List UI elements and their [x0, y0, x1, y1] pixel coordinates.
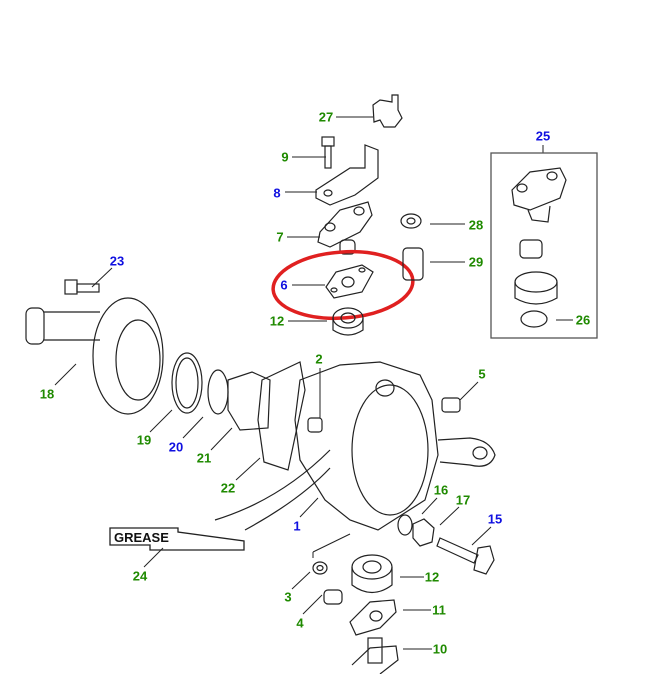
clip-27: [372, 94, 403, 128]
callout-18[interactable]: 18: [39, 386, 55, 402]
kit-parts: [511, 167, 567, 328]
bearing-12: [332, 307, 364, 336]
callout-10[interactable]: 10: [432, 641, 448, 657]
bolt-15: [436, 537, 495, 575]
kit-box: [490, 152, 598, 339]
callout-27[interactable]: 27: [318, 109, 334, 125]
housing-10: [351, 637, 399, 674]
ring-20: [207, 369, 229, 415]
gasket-22: [257, 361, 306, 471]
callout-20[interactable]: 20: [168, 439, 184, 455]
callout-21[interactable]: 21: [196, 450, 212, 466]
bolt-23: [64, 279, 100, 295]
callout-19[interactable]: 19: [136, 432, 152, 448]
callout-25[interactable]: 25: [535, 128, 551, 144]
leader-lines: [54, 116, 573, 650]
callout-7[interactable]: 7: [276, 229, 284, 245]
callout-15[interactable]: 15: [487, 511, 503, 527]
callout-29[interactable]: 29: [468, 254, 484, 270]
callout-24[interactable]: 24: [132, 568, 148, 584]
gasket-11: [349, 599, 397, 636]
callout-9[interactable]: 9: [281, 149, 289, 165]
hub-18: [25, 297, 164, 415]
callout-22[interactable]: 22: [220, 480, 236, 496]
callout-26[interactable]: 26: [575, 312, 591, 328]
grease-tag: [109, 527, 245, 551]
plug-4: [323, 589, 343, 605]
callout-5[interactable]: 5: [478, 366, 486, 382]
bolt-9: [321, 136, 335, 169]
callout-16[interactable]: 16: [433, 482, 449, 498]
nut-17: [412, 518, 435, 547]
plug-5: [441, 397, 461, 413]
callout-2[interactable]: 2: [315, 351, 323, 367]
callout-12[interactable]: 12: [269, 313, 285, 329]
callout-12b[interactable]: 12: [424, 569, 440, 585]
callout-8[interactable]: 8: [273, 185, 281, 201]
sleeve-29: [402, 247, 424, 281]
callout-23[interactable]: 23: [109, 253, 125, 269]
seal-28: [400, 213, 422, 229]
housing-1: [214, 361, 496, 531]
washer-3: [312, 561, 328, 575]
callout-6[interactable]: 6: [280, 277, 288, 293]
housing-7: [317, 201, 373, 255]
callout-11[interactable]: 11: [432, 602, 446, 618]
washer-16: [397, 514, 413, 536]
callout-17[interactable]: 17: [455, 492, 471, 508]
callout-3[interactable]: 3: [284, 589, 292, 605]
bearing-21: [227, 371, 271, 431]
callout-28[interactable]: 28: [468, 217, 484, 233]
bracket-8: [315, 144, 379, 206]
grease-label: GREASE: [114, 530, 169, 545]
callout-1[interactable]: 1: [293, 518, 301, 534]
bearing-12b: [351, 554, 393, 594]
callout-4[interactable]: 4: [296, 615, 304, 631]
gasket-6: [325, 264, 374, 299]
seal-19: [171, 352, 203, 414]
